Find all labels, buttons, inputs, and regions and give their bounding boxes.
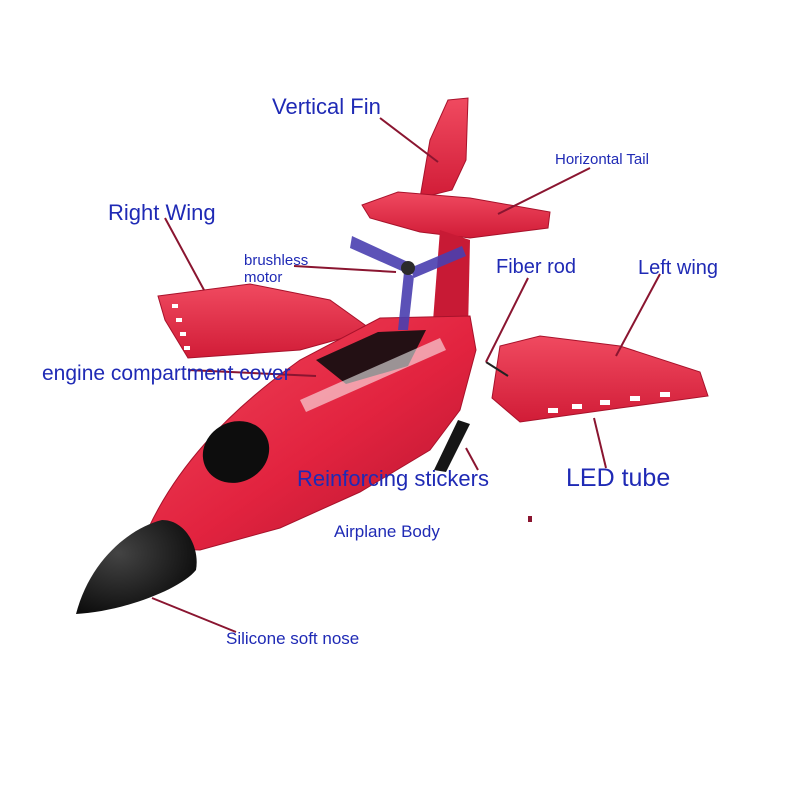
label-fiber-rod: Fiber rod	[496, 256, 577, 278]
propeller	[350, 236, 466, 330]
leader-horizontal-tail	[497, 167, 591, 215]
leader-silicone-nose	[151, 597, 237, 633]
label-vertical-fin: Vertical Fin	[272, 94, 381, 119]
right-wing	[157, 283, 374, 359]
leader-brushless-motor	[293, 265, 397, 273]
label-airplane-body: Airplane Body	[334, 522, 440, 541]
label-left-wing: Left wing	[638, 257, 719, 279]
motor-hub	[401, 261, 415, 275]
leader-vertical-fin	[379, 117, 439, 163]
leader-reinforcing	[465, 447, 479, 471]
airplane-body	[139, 315, 477, 551]
label-led-tube: LED tube	[566, 464, 671, 492]
label-right-wing: Right Wing	[108, 200, 216, 225]
right-wing-markings	[172, 304, 190, 350]
leader-engine-cover	[187, 369, 317, 377]
silicone-nose	[76, 520, 197, 614]
engine-compartment-cover	[316, 330, 426, 384]
cockpit-canopy	[202, 421, 270, 483]
vertical-fin	[419, 97, 469, 199]
leader-right-wing	[164, 217, 205, 291]
label-reinforcing-stickers: Reinforcing stickers	[297, 466, 489, 491]
fiber-rod	[485, 361, 509, 377]
leader-led-tube	[593, 417, 607, 469]
leader-lines	[151, 117, 661, 633]
label-brushless-motor-line1: brushless	[244, 252, 309, 269]
led-ski	[434, 420, 470, 472]
leader-fiber-rod	[485, 277, 529, 363]
label-brushless-motor-line2: motor	[244, 269, 283, 286]
label-horizontal-tail: Horizontal Tail	[555, 151, 649, 168]
label-engine-compartment-cover: engine compartment cover	[42, 362, 291, 385]
leader-left-wing	[615, 273, 661, 357]
left-wing	[491, 335, 709, 423]
label-silicone-soft-nose: Silicone soft nose	[226, 629, 360, 648]
horizontal-tail	[361, 191, 551, 239]
left-wing-markings	[548, 392, 670, 413]
